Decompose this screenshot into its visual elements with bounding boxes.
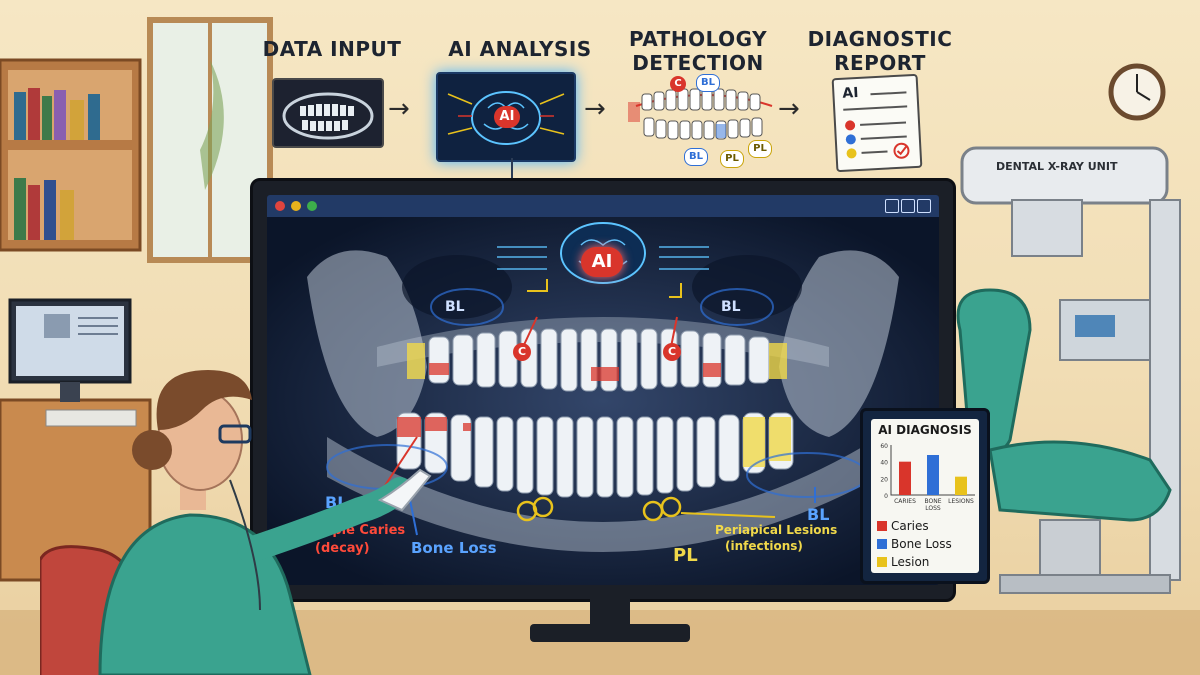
caries-marker-left: C <box>513 343 531 361</box>
xray-analysis-screen: AI BL BL C C BL BL Multiple Caries (deca… <box>267 195 939 585</box>
jaw-left-ramus <box>307 250 427 437</box>
pathology-teeth-graphic <box>628 88 773 140</box>
window-maximize-dot[interactable] <box>307 201 317 211</box>
step-ai-analysis-title: AI ANALYSIS <box>448 37 592 61</box>
window-titlebar <box>267 195 939 217</box>
clinician-gloved-hand <box>377 468 432 512</box>
panoramic-xray-image <box>267 217 939 585</box>
legend-lesion-label: Lesion <box>891 555 930 569</box>
chart-ytick-0: 60 <box>880 443 888 450</box>
legend-lesion: Lesion <box>877 555 929 569</box>
window-close-dot[interactable] <box>275 201 285 211</box>
legend-bone-loss-swatch <box>877 539 887 549</box>
legend-bone-loss: Bone Loss <box>877 537 952 551</box>
ai-analysis-box: AI <box>436 72 576 162</box>
mandible <box>327 437 879 552</box>
periapical-annotation-line1: Periapical Lesions <box>715 523 838 537</box>
legend-caries-swatch <box>877 521 887 531</box>
chart-ytick-2: 20 <box>880 476 888 483</box>
window-settings-icon[interactable] <box>885 199 899 213</box>
caries-highlights <box>397 363 721 437</box>
pathology-tag-caries: C <box>670 76 686 92</box>
bone-loss-annotation: Bone Loss <box>411 539 497 557</box>
dental-xray-unit <box>960 146 1169 205</box>
arrow-2: → <box>584 94 606 124</box>
pathology-tag-pl-1: PL <box>720 150 744 168</box>
xray-unit-label: DENTAL X-RAY UNIT <box>996 160 1118 173</box>
bl-marker-upper-left: BL <box>445 299 465 315</box>
main-monitor: AI BL BL C C BL BL Multiple Caries (deca… <box>250 178 956 602</box>
chart-bar-caries <box>899 461 911 495</box>
window-document-icon[interactable] <box>917 199 931 213</box>
window-minimize-dot[interactable] <box>291 201 301 211</box>
chart-bar-lesions <box>955 476 967 495</box>
keyboard <box>45 409 137 427</box>
lesion-highlights <box>407 343 791 467</box>
caries-annotation-line2: (decay) <box>315 541 370 556</box>
step-report-title-line2: REPORT <box>834 51 926 75</box>
step-pathology-title-line2: DETECTION <box>632 51 764 75</box>
periapical-annotation-line2: (infections) <box>725 539 803 553</box>
chart-xtick-2-0: LESIONS <box>948 498 974 505</box>
pl-marker: PL <box>673 545 698 566</box>
pathology-tag-bl-bottom: BL <box>684 148 708 166</box>
legend-caries-label: Caries <box>891 519 929 533</box>
clinician-hair <box>156 370 252 430</box>
chart-ytick-3: 0 <box>884 493 888 500</box>
upper-teeth <box>428 328 770 392</box>
report-lines-graphic <box>843 91 910 159</box>
chart-axes <box>890 445 975 496</box>
clinician-glasses <box>218 424 252 444</box>
bl-marker-lower-right: BL <box>807 505 830 524</box>
clinician-hair-bun <box>132 430 172 470</box>
chart-xtick-0-0: CARIES <box>894 498 916 505</box>
chart-xtick-1-1: LOSS <box>925 505 941 512</box>
step-data-input-title: DATA INPUT <box>262 37 402 61</box>
chart-bar-bone-loss <box>927 455 939 495</box>
arrow-3: → <box>778 94 800 124</box>
chart-xtick-1-0: BONE <box>924 498 941 505</box>
screen-ai-badge: AI <box>581 247 623 277</box>
clinician-figure <box>40 370 432 675</box>
legend-bone-loss-label: Bone Loss <box>891 537 952 551</box>
step-report-title-line1: DIAGNOSTIC <box>807 27 953 51</box>
pathology-tag-bl-top: BL <box>696 74 720 92</box>
caries-marker-right: C <box>663 343 681 361</box>
legend-lesion-swatch <box>877 557 887 567</box>
periapical-circles <box>516 496 682 522</box>
data-input-xray-thumbnail <box>272 78 384 148</box>
arrow-1: → <box>388 94 410 124</box>
window-copy-icon[interactable] <box>901 199 915 213</box>
dental-chair-seat <box>988 440 1172 522</box>
jaw-right-ramus <box>779 250 899 437</box>
pathology-tag-pl-2: PL <box>748 140 772 158</box>
ai-neural-lines <box>497 246 709 270</box>
ai-badge: AI <box>494 106 520 128</box>
step-pathology-title-line1: PATHOLOGY <box>628 27 768 51</box>
ai-diagnosis-title: AI DIAGNOSIS <box>878 423 972 437</box>
report-ai-label: AI <box>842 84 859 102</box>
chart-ytick-1: 40 <box>880 460 888 467</box>
legend-caries: Caries <box>877 519 929 533</box>
bl-marker-upper-right: BL <box>721 299 741 315</box>
diagnostic-report-document: AI <box>831 73 923 173</box>
monitor-stand <box>530 596 690 642</box>
xray-thumbnail-graphic <box>282 92 374 140</box>
bone-loss-regions <box>326 288 868 498</box>
